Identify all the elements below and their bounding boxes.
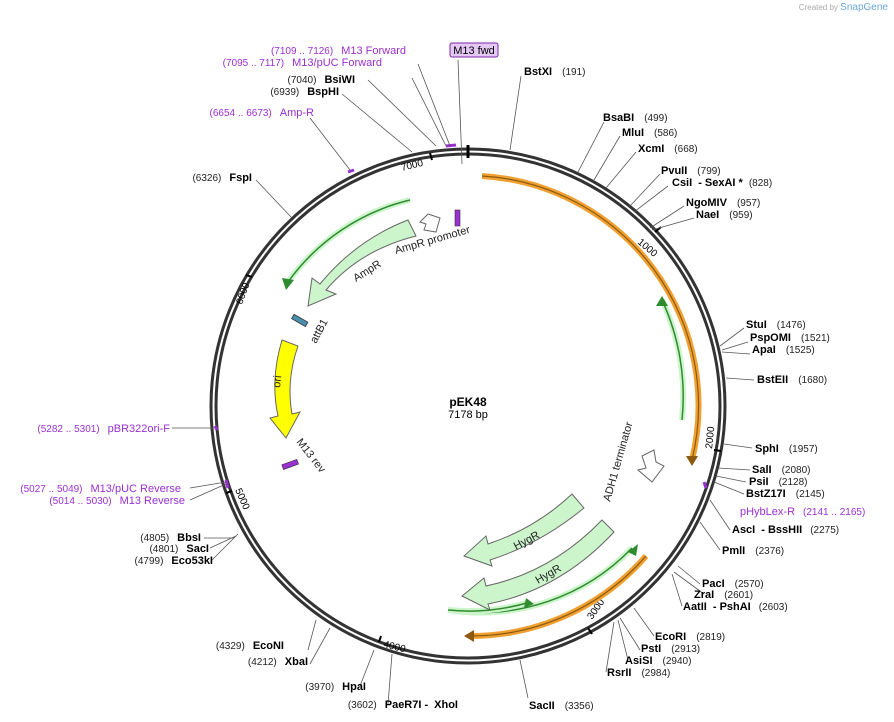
enzyme-pvuii: PvuII(799) xyxy=(661,165,721,177)
tick-6000: 6000 xyxy=(234,281,252,306)
enzyme-psii: PsiI(2128) xyxy=(749,476,807,488)
primer-pbr322ori-f: (5282 .. 5301)pBR322ori-F xyxy=(37,423,170,435)
feature-arc-ampr-outer-line xyxy=(287,199,411,283)
primer-m13-reverse: (5014 .. 5030)M13 Reverse xyxy=(49,495,185,507)
primer-m13-puc-reverse: (5027 .. 5049)M13/pUC Reverse xyxy=(20,483,181,495)
m13-fwd-box-label: M13 fwd xyxy=(453,45,495,57)
plasmid-size: 7178 bp xyxy=(448,409,488,421)
enzyme-saci: (4801)SacI xyxy=(149,543,209,555)
enzyme-xcmi: XcmI(668) xyxy=(638,143,698,155)
enzyme-bsabi: BsaBI(499) xyxy=(603,112,668,124)
enzyme-ecori: EcoRI(2819) xyxy=(655,631,725,643)
enzyme-pmli: PmlI(2376) xyxy=(722,545,784,557)
primer-amp-r: (6654 .. 6673)Amp-R xyxy=(210,107,315,119)
tick-4000: 4000 xyxy=(382,639,407,655)
snapgene-credit: Created by SnapGene xyxy=(799,2,888,13)
ori-arrow xyxy=(269,339,301,439)
enzyme-pspomi: PspOMI(1521) xyxy=(750,332,830,344)
enzyme-bsiwi: (7040)BsiWI xyxy=(288,74,355,86)
primer-mark-pbr322 xyxy=(213,425,219,431)
enzyme-asci-bsshii: AscI- BssHII(2275) xyxy=(732,524,839,536)
enzyme-sphi: SphI(1957) xyxy=(755,443,818,455)
feature-arc-green-right-line xyxy=(661,299,684,421)
tick-mark-7000 xyxy=(429,152,433,161)
attb1-marker xyxy=(291,313,309,328)
credit-text: Created by xyxy=(798,3,838,12)
primer-mark-phyblex xyxy=(702,481,708,489)
enzyme-mlui: MluI(586) xyxy=(622,127,677,139)
ampr-promoter-arrow xyxy=(419,213,441,233)
enzyme-paer7i-xhoi: (3602)PaeR7I -XhoI xyxy=(348,699,458,711)
enzyme-zrai: ZraI(2601) xyxy=(694,589,753,601)
leader-lines-right xyxy=(509,75,755,699)
enzyme-eco53ki: (4799)Eco53kI xyxy=(135,555,214,567)
m13rev-marker xyxy=(281,458,299,470)
attb1-label: attB1 xyxy=(308,317,331,345)
primer-m13-forward: (7109 .. 7126)M13 Forward xyxy=(271,45,406,57)
enzyme-stui: StuI(1476) xyxy=(746,319,806,331)
m13-fwd-box xyxy=(449,42,499,58)
m13rev-label: M13 rev xyxy=(294,436,328,475)
feature-arc-orange-bottom-line xyxy=(469,555,647,637)
arrowhead-orange-bottom xyxy=(464,630,474,642)
enzyme-hpai: (3970)HpaI xyxy=(305,681,366,693)
primer-mark-m13rev xyxy=(224,479,230,489)
leader-lines-left xyxy=(172,59,463,705)
snapgene-logo: SnapGene xyxy=(840,2,888,13)
enzyme-sacii: SacII(3356) xyxy=(529,700,594,712)
enzyme-bstz17i: BstZ17I(2145) xyxy=(746,488,825,500)
enzyme-xbai: (4212)XbaI xyxy=(248,656,308,668)
enzyme-paci: PacI(2570) xyxy=(702,578,764,590)
adh1-terminator-label: ADH1 terminator xyxy=(601,420,635,502)
enzyme-fspi: (6326)FspI xyxy=(192,172,252,184)
enzyme-sali: SalI(2080) xyxy=(752,464,810,476)
ampr-arrow xyxy=(307,219,417,307)
feature-arc-orange-right xyxy=(481,173,702,461)
primer-mark-ampr xyxy=(347,168,355,174)
hygr-arrow-1 xyxy=(463,493,585,567)
tick-mark-6000 xyxy=(245,274,253,278)
tick-mark-4000 xyxy=(378,635,382,643)
enzyme-bsphi: (6939)BspHI xyxy=(270,86,339,98)
tick-mark-5000 xyxy=(225,490,233,494)
enzyme-econi: (4329)EcoNI xyxy=(216,640,284,652)
tick-7000: 7000 xyxy=(400,158,425,174)
arrowhead-green-bottom xyxy=(628,544,638,556)
m13fwd-marker xyxy=(454,209,461,227)
tick-mark-2000 xyxy=(713,449,722,452)
tick-mark-3000 xyxy=(587,627,593,635)
hygr-arrow-2 xyxy=(461,519,615,611)
enzyme-rsrii: RsrII(2984) xyxy=(607,667,670,679)
enzyme-bstxi: BstXI(191) xyxy=(524,66,585,78)
arrowhead-green-right xyxy=(656,296,668,306)
enzyme-apai: ApaI(1525) xyxy=(752,344,815,356)
primer-m13-puc-forward: (7095 .. 7117)M13/pUC Forward xyxy=(223,57,382,69)
enzyme-asisi: AsiSI(2940) xyxy=(625,655,691,667)
tick-2000: 2000 xyxy=(704,426,717,450)
arrowhead-ampr-outer xyxy=(282,278,294,290)
primer-mark-m13fwd xyxy=(445,143,457,148)
enzyme-ngomiv: NgoMIV(957) xyxy=(686,197,760,209)
enzyme-naei: NaeI(959) xyxy=(696,209,753,221)
enzyme-aatii-pshai: AatII- PshAI(2603) xyxy=(683,601,788,613)
adh1-terminator-arrow xyxy=(636,449,665,483)
enzyme-bsteii: BstEII(1680) xyxy=(757,374,827,386)
enzyme-psti: PstI(2913) xyxy=(641,643,700,655)
feature-arc-orange-right-line xyxy=(481,175,700,461)
arrowhead-orange-right xyxy=(686,456,698,466)
enzyme-csii-sexai: CsiI- SexAI *(828) xyxy=(672,177,772,189)
primer-phyblex-r: pHybLex-R(2141 .. 2165) xyxy=(740,506,865,518)
arrowhead-green-bottom2 xyxy=(524,598,534,608)
enzyme-bbsi: (4805)BbsI xyxy=(140,532,201,544)
ori-label: ori xyxy=(271,375,284,388)
plasmid-name: pEK48 xyxy=(449,395,487,409)
